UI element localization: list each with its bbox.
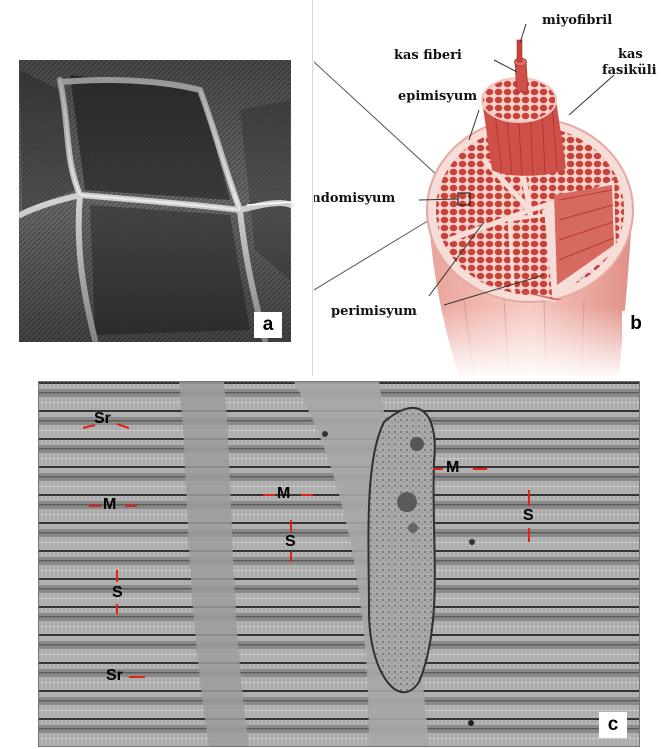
marker-m-left: M	[103, 496, 116, 514]
label-fascicle-line2: fasiküli	[602, 63, 657, 78]
marker-s-left: S	[112, 584, 123, 602]
marker-sr-top: Sr	[94, 410, 111, 428]
tem-sarcomere-image	[39, 382, 639, 746]
marker-s-center: S	[285, 533, 296, 551]
panel-b-letter: b	[622, 311, 650, 337]
panel-b-muscle-diagram: miyofibril kas fiberi kas fasiküli epimi…	[314, 0, 661, 376]
label-epimysium: epimisyum	[398, 89, 477, 104]
label-perimysium: perimisyum	[329, 303, 419, 320]
marker-sr-bottom: Sr	[106, 667, 123, 685]
marker-s-right: S	[523, 507, 534, 525]
marker-m-center: M	[277, 485, 290, 503]
panel-c-letter: c	[599, 712, 627, 738]
label-fascicle-line1: kas	[618, 47, 643, 62]
label-endomysium: endomisyum	[314, 190, 397, 207]
marker-m-right: M	[446, 459, 459, 477]
label-muscle-fiber: kas fiberi	[394, 48, 462, 63]
panel-a-letter: a	[254, 312, 282, 338]
panel-a-sem-micrograph: a	[0, 0, 313, 376]
label-myofibril: miyofibril	[542, 13, 612, 28]
panel-c-tem-micrograph: Sr M M S S M S Sr c	[38, 381, 640, 747]
